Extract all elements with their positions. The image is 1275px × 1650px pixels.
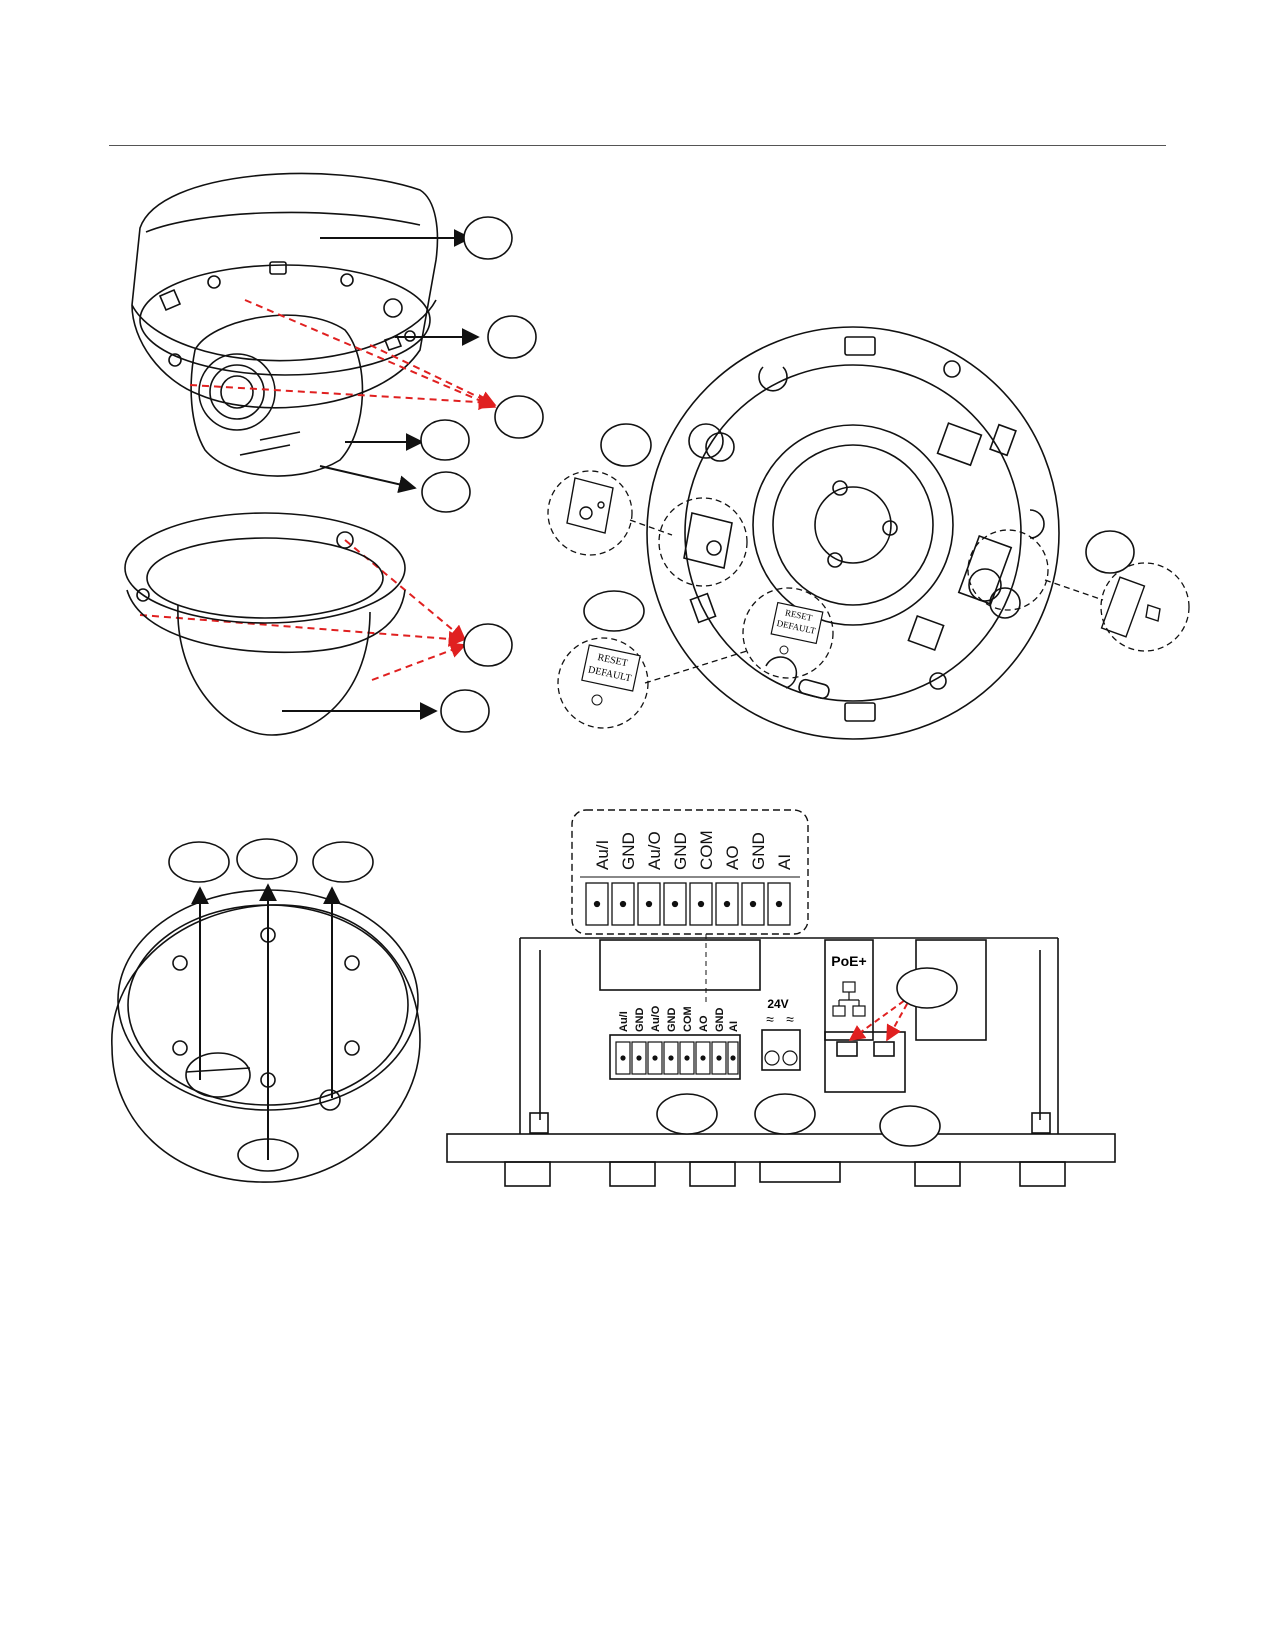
ground-screw bbox=[319, 1089, 341, 1111]
callout-grommet bbox=[168, 841, 230, 883]
base-plate-outer bbox=[646, 326, 1060, 740]
bottom-housing bbox=[111, 904, 421, 1183]
io-terminal-pins bbox=[615, 1041, 798, 1075]
callout-gimbal bbox=[420, 419, 470, 461]
callout-gimbal-base bbox=[421, 471, 471, 513]
camera-exploded-view bbox=[131, 172, 439, 477]
callout-red-lens bbox=[494, 395, 544, 439]
housing-shell bbox=[131, 172, 439, 409]
io-small-label-0: Au/I bbox=[618, 1011, 630, 1032]
callout-mount-ring bbox=[487, 315, 537, 359]
mounting-ring bbox=[139, 264, 431, 376]
callout-dome-ring bbox=[463, 623, 513, 667]
network-icon bbox=[832, 981, 866, 1017]
io-small-label-1: GND bbox=[634, 1008, 646, 1033]
power-symbol-right: ≈ bbox=[786, 1011, 794, 1027]
callout-power-terminal bbox=[754, 1093, 816, 1135]
callout-housing bbox=[463, 216, 513, 260]
callout-sd-card bbox=[1085, 530, 1135, 574]
io-large-label-7: AI bbox=[775, 854, 794, 870]
led-red-leaders bbox=[848, 994, 913, 1042]
header-rule bbox=[109, 145, 1166, 146]
callout-ethernet bbox=[879, 1105, 941, 1147]
io-enlarged-block: Au/I GND Au/O GND COM AO GND AI bbox=[571, 809, 809, 1003]
callout-reset-button bbox=[583, 590, 645, 632]
callout-reset-connector bbox=[600, 423, 652, 467]
reset-default-label-small: RESET DEFAULT bbox=[770, 601, 824, 655]
io-large-label-4: COM bbox=[697, 830, 716, 870]
io-panel-callouts bbox=[656, 967, 958, 1147]
io-panel-view bbox=[446, 937, 1116, 1187]
lens-mid bbox=[209, 364, 265, 420]
terminal-slot bbox=[907, 614, 945, 652]
io-panel-base bbox=[446, 1133, 1116, 1163]
io-small-label-5: AO bbox=[698, 1015, 710, 1032]
io-small-label-7: AI bbox=[728, 1021, 740, 1032]
poe-label: PoE+ bbox=[831, 953, 866, 969]
reset-default-label-large: RESET DEFAULT bbox=[581, 644, 641, 706]
zoom-reset-detail bbox=[566, 477, 1161, 638]
dome-bubble bbox=[177, 604, 371, 736]
lens-outer bbox=[198, 353, 276, 431]
base-plate-callouts bbox=[583, 423, 1135, 632]
callout-led bbox=[896, 967, 958, 1009]
io-small-label-6: GND bbox=[714, 1008, 726, 1033]
base-plate-view bbox=[646, 326, 1060, 740]
dome-cover-ring bbox=[124, 512, 406, 624]
callout-io-terminal bbox=[656, 1093, 718, 1135]
sd-slot bbox=[936, 422, 983, 467]
io-labels-small: Au/I GND Au/O GND COM AO GND AI bbox=[618, 1005, 740, 1032]
bottom-view-callouts bbox=[168, 838, 374, 883]
io-large-label-0: Au/I bbox=[593, 840, 612, 870]
bottom-view-arrows bbox=[191, 883, 341, 1160]
io-small-label-4: COM bbox=[682, 1006, 694, 1032]
camera-bottom-view bbox=[111, 889, 421, 1183]
base-plate-zoom-details bbox=[547, 470, 1190, 729]
cable-grommet bbox=[185, 1052, 251, 1098]
callout-ground bbox=[312, 841, 374, 883]
reset-housing bbox=[683, 512, 733, 569]
callout-conduit bbox=[236, 838, 298, 880]
dome-cover bbox=[124, 512, 406, 736]
housing-rim bbox=[131, 299, 437, 362]
io-large-label-5: AO bbox=[723, 845, 742, 870]
base-plate-center-ring bbox=[752, 424, 954, 626]
front-view-callouts bbox=[420, 216, 544, 733]
io-small-label-3: GND bbox=[666, 1008, 678, 1033]
poe-port-label: PoE+ bbox=[831, 953, 867, 1017]
lens-inner bbox=[220, 375, 254, 409]
power-label: 24V bbox=[767, 997, 788, 1011]
callout-dome-bubble bbox=[440, 689, 490, 733]
power-symbol-left: ≈ bbox=[766, 1011, 774, 1027]
io-large-label-6: GND bbox=[749, 832, 768, 870]
io-large-label-1: GND bbox=[619, 832, 638, 870]
io-small-label-2: Au/O bbox=[650, 1005, 662, 1032]
io-large-label-2: Au/O bbox=[645, 831, 664, 870]
io-large-label-3: GND bbox=[671, 832, 690, 870]
front-view-arrows bbox=[282, 229, 480, 720]
